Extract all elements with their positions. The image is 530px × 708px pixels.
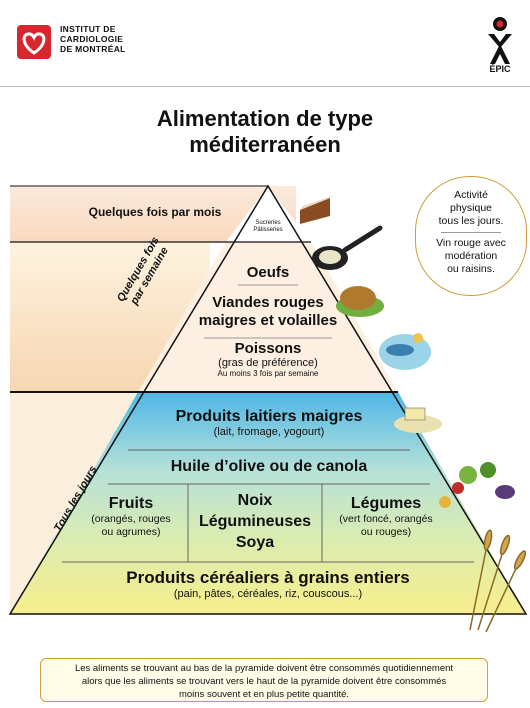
level-legumes: Légumes (vert foncé, orangés ou rouges) [322,495,450,539]
viandes-line-2: maigres et volailles [198,312,338,329]
poissons-note: Au moins 3 fois par semaine [217,369,319,378]
sweets-line: Sucreries [255,220,281,226]
level-cereales: Produits céréaliers à grains entiers (pa… [40,568,496,600]
partner-name: ÉPIC [489,64,511,74]
epic-figure-icon [488,17,512,64]
poissons-sub: (gras de préférence) [218,357,318,369]
level-noix: Noix Légumineuses Soya [188,490,322,553]
org-line-3: DE MONTRÉAL [60,44,126,54]
level-fruits: Fruits (orangés, rouges ou agrumes) [74,495,188,539]
poissons-title: Poissons [234,340,302,357]
footer-line-1: Les aliments se trouvant au bas de la py… [74,663,454,674]
band-monthly-label: Quelques fois par mois [88,205,222,219]
fruits-sub-1: (orangés, rouges [91,513,171,525]
activity-line-1: Activité [454,189,488,201]
sweets-note: Sucreries Pâtisseries [240,220,296,234]
legumes-sub-2: ou rouges) [360,526,412,538]
activity-bubble: Activité physique tous les jours. Vin ro… [415,176,527,296]
activity-line-3: tous les jours. [438,215,504,227]
chicken-icon [336,286,384,317]
title-line-2: méditerranéen [189,132,341,157]
epic-logo: ÉPIC [480,14,520,78]
title-line-1: Alimentation de type [156,106,374,131]
icm-name: INSTITUT DE CARDIOLOGIE DE MONTRÉAL [60,24,126,54]
pyramid-daily-body [10,392,526,614]
wine-line-1: Vin rouge avec [436,237,506,249]
activity-line-2: physique [449,202,493,214]
wheat-icon [469,529,527,633]
level-oeufs: Oeufs [246,264,290,281]
level-poissons: Poissons (gras de préférence) Au moins 3… [160,340,376,378]
soya-line: Soya [235,534,275,551]
laitiers-sub: (lait, fromage, yogourt) [213,426,325,438]
legumes-sub-1: (vert foncé, orangés [339,513,433,525]
cereales-sub: (pain, pâtes, céréales, riz, couscous...… [173,588,363,600]
org-line-1: INSTITUT DE [60,24,116,34]
wine-line-2: modération [444,250,498,262]
footer-line-3: moins souvent et en plus petite quantité… [178,689,350,700]
wine-line-3: ou raisins. [447,263,495,275]
icm-logo [17,25,51,59]
viandes-line-1: Viandes rouges [212,294,324,311]
cereales-title: Produits céréaliers à grains entiers [126,568,410,587]
org-line-2: CARDIOLOGIE [60,34,124,44]
dairy-icon [394,407,442,433]
footer-note: Les aliments se trouvant au bas de la py… [40,658,488,702]
header-divider [0,86,530,87]
level-laitiers: Produits laitiers maigres (lait, fromage… [128,408,410,438]
fish-icon [379,333,431,370]
pyramid-outline [8,184,528,615]
legumes-title: Légumes [350,495,422,512]
vegetables-icon [439,462,515,508]
fruits-sub-2: ou agrumes) [101,526,161,538]
laitiers-title: Produits laitiers maigres [175,408,363,425]
pan-icon [312,225,383,270]
pyramid-top [226,186,311,242]
footer-line-2: alors que les aliments se trouvant vers … [81,676,447,687]
page-title: Alimentation de type méditerranéen [0,106,530,158]
cake-icon [300,196,332,224]
heart-icon [22,32,46,55]
legumineuses-line: Légumineuses [198,513,312,530]
pyramid-weekly-body [138,242,398,392]
noix-line: Noix [237,492,273,509]
level-viandes: Viandes rouges maigres et volailles [180,294,356,330]
level-huile: Huile d’olive ou de canola [170,458,368,475]
fruits-title: Fruits [108,495,154,512]
activity-separator [441,232,501,233]
pastries-line: Pâtisseries [253,227,283,233]
